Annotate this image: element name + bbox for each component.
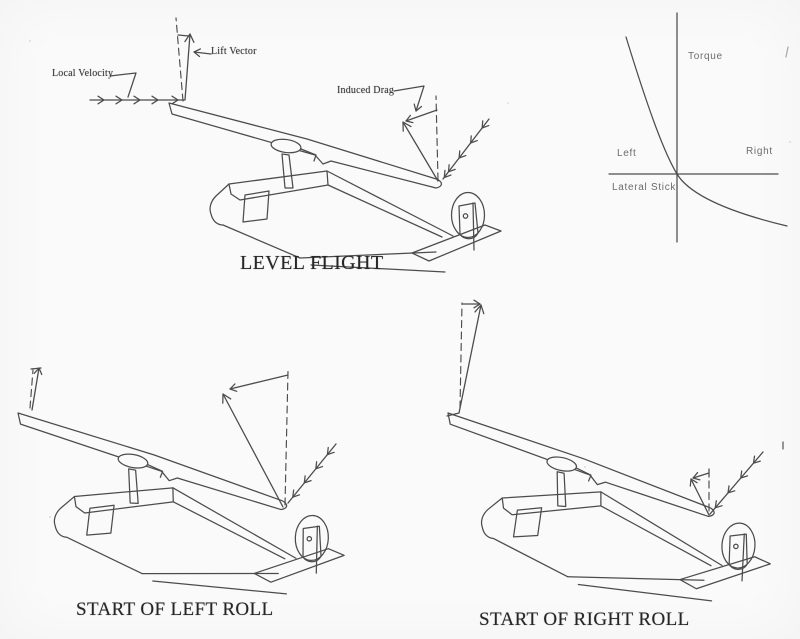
helicopter-sketch	[168, 102, 502, 273]
helicopter-sketch	[10, 412, 351, 597]
increased-lift-vector-right-tip	[218, 370, 337, 508]
torque-curve	[625, 36, 788, 227]
level-flight-panel	[89, 17, 502, 273]
tilted-lift-vector	[402, 121, 439, 182]
relative-wind-line	[287, 443, 337, 504]
graph-xlabel-lateral-stick: Lateral Stick	[612, 182, 677, 193]
relative-wind-line	[709, 451, 764, 515]
reduced-lift-vector-left-tip	[29, 366, 44, 411]
local-velocity-label: Local Velocity	[52, 68, 114, 79]
vertical-reference-dashed-line	[459, 302, 463, 409]
graph-ylabel-torque: Torque	[688, 51, 723, 62]
vertical-reference-dashed-line	[284, 370, 289, 506]
vertical-reference-dashed-line	[435, 95, 439, 181]
increased-lift-vector-left-tip	[446, 299, 487, 417]
left-roll-panel	[10, 366, 351, 597]
tip-tick	[177, 34, 190, 37]
caption-level-flight: LEVEL FLIGHT	[240, 252, 384, 274]
helicopter-sketch	[435, 412, 780, 606]
induced-drag-label: Induced Drag	[337, 85, 395, 96]
local-velocity-arrows	[89, 72, 185, 105]
torque-vs-lateral-stick-graph	[608, 12, 789, 243]
caption-start-of-right-roll: START OF RIGHT ROLL	[479, 609, 690, 630]
relative-wind-line	[442, 118, 490, 180]
right-roll-panel	[435, 299, 784, 606]
graph-left-label: Left	[617, 148, 637, 159]
induced-drag-arrows	[393, 85, 490, 182]
lift-vector-leader-line	[193, 51, 212, 55]
lift-vector-arrow	[175, 17, 212, 102]
graph-right-label: Right	[746, 146, 773, 157]
vertical-reference-dashed-line	[175, 17, 184, 102]
base-tick	[446, 412, 460, 417]
scan-noise	[28, 39, 792, 519]
lift-vector-label: Lift Vector	[211, 46, 257, 57]
induced-drag-component	[229, 374, 289, 390]
caption-start-of-left-roll: START OF LEFT ROLL	[76, 599, 274, 620]
induced-drag-leader-line	[393, 85, 425, 112]
reduced-lift-vector-right-tip	[686, 441, 784, 516]
scan-edge-tick	[785, 46, 789, 58]
induced-drag-component	[692, 472, 710, 479]
local-velocity-leader-line	[109, 72, 137, 98]
induced-drag-component	[405, 109, 438, 122]
